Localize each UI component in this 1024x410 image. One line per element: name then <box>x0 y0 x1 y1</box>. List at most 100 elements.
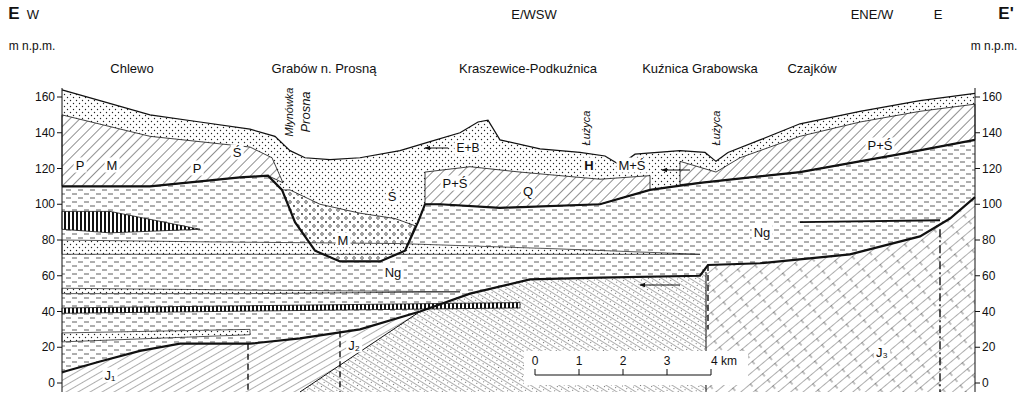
river-name: Młynówka <box>284 88 295 137</box>
place-name: Czajków <box>787 62 836 75</box>
fault-line <box>707 265 708 329</box>
lignite-seam <box>62 211 200 232</box>
axis-value: 80 <box>42 234 55 246</box>
axis-tick <box>975 275 980 276</box>
till-body <box>62 115 283 187</box>
unit-symbol: Ng <box>383 265 404 280</box>
axis-value: 120 <box>982 163 1002 175</box>
unit-symbol: Ś <box>386 189 399 204</box>
axis-value: 40 <box>982 306 995 318</box>
place-name: Kuźnica Grabowska <box>642 62 758 75</box>
axis-value: 140 <box>35 127 55 139</box>
unit-symbol: Ś <box>231 145 244 160</box>
axis-value: 20 <box>42 341 55 353</box>
axis-unit: m n.p.m. <box>971 40 1018 52</box>
fault-line <box>339 331 340 392</box>
axis-value: 100 <box>982 198 1002 210</box>
section-end: E' <box>998 5 1013 22</box>
scale-tick <box>535 369 536 375</box>
axis-tick <box>57 132 62 133</box>
unit-symbol: J₃ <box>874 345 890 360</box>
scale-value: 0 <box>532 355 539 367</box>
axis-value: 80 <box>982 234 995 246</box>
place-name: Chlewo <box>110 62 153 75</box>
axis-value: 160 <box>35 91 55 103</box>
flow-arrow <box>425 148 448 149</box>
unit-symbol: P+Ś <box>441 176 470 191</box>
place-name: Grabów n. Prosną <box>272 62 377 75</box>
direction-label: E/WSW <box>511 8 557 21</box>
quaternary-base <box>62 140 975 262</box>
scale-tick <box>579 369 580 375</box>
sand-layer <box>62 240 700 254</box>
scale-tick <box>623 369 624 375</box>
axis-value: 40 <box>42 306 55 318</box>
unit-symbol: J₂ <box>346 338 362 353</box>
axis-tick <box>57 240 62 241</box>
sand-layer <box>62 329 250 342</box>
unit-symbol: J₁ <box>103 368 118 383</box>
scale-ground <box>524 351 748 385</box>
ground-surface <box>62 90 975 165</box>
scale-tick <box>667 369 668 375</box>
unit-symbol: M <box>105 158 120 173</box>
axis-value: 100 <box>35 198 55 210</box>
flow-arrow <box>662 170 690 171</box>
axis-tick <box>57 97 62 98</box>
unit-symbol: Q <box>521 184 535 199</box>
unit-symbol: M <box>336 233 351 248</box>
scale-tick <box>711 369 712 375</box>
direction-label: W <box>27 8 39 21</box>
scale-value: 2 <box>620 355 627 367</box>
section-end: E <box>8 5 19 22</box>
axis-value: 60 <box>42 270 55 282</box>
unit-symbol: P <box>191 161 204 176</box>
axis-value: 160 <box>982 91 1002 103</box>
axis-tick <box>57 383 62 384</box>
unit-symbol: E+B <box>454 141 481 155</box>
axis-value: 140 <box>982 127 1002 139</box>
fault-line <box>247 344 248 392</box>
unit-symbol: H <box>582 158 595 173</box>
flow-arrow <box>640 285 680 286</box>
axis-tick <box>57 275 62 276</box>
axis-tick <box>975 97 980 98</box>
axis-unit: m n.p.m. <box>9 40 56 52</box>
axis-value: 0 <box>48 377 55 389</box>
axis-tick <box>975 383 980 384</box>
axis-tick <box>975 204 980 205</box>
axis-tick <box>975 240 980 241</box>
sand-lens <box>800 220 940 222</box>
scale-value: 1 <box>576 355 583 367</box>
river-name: Łużyca <box>581 111 592 146</box>
place-name: Kraszewice-Podkuźnica <box>459 62 597 75</box>
unit-boundary <box>300 312 420 392</box>
unit-symbol: P <box>74 158 87 173</box>
axis-tick <box>57 204 62 205</box>
axis-value: 60 <box>982 270 995 282</box>
unit-symbol: M+Ś <box>616 158 647 173</box>
axis-tick <box>57 311 62 312</box>
axis-tick <box>975 311 980 312</box>
sand-layer <box>62 288 460 293</box>
scale-value: 3 <box>664 355 671 367</box>
direction-label: ENE/W <box>851 8 894 21</box>
axis-tick <box>57 168 62 169</box>
fault-line <box>939 229 940 392</box>
lignite-seam <box>62 303 520 314</box>
unit-symbol: P+Ś <box>866 138 895 153</box>
axis-value: 0 <box>982 377 989 389</box>
mesozoic-top <box>62 197 975 372</box>
till-body <box>425 167 650 208</box>
axis-tick <box>975 347 980 348</box>
axis-value: 120 <box>35 163 55 175</box>
direction-label: E <box>934 8 943 21</box>
axis-tick <box>975 168 980 169</box>
axis-tick <box>57 347 62 348</box>
river-name: Prosna <box>299 91 312 132</box>
till-body <box>680 104 975 184</box>
axis-tick <box>975 132 980 133</box>
river-name: Łużyca <box>711 111 722 146</box>
axis-value: 20 <box>982 341 995 353</box>
